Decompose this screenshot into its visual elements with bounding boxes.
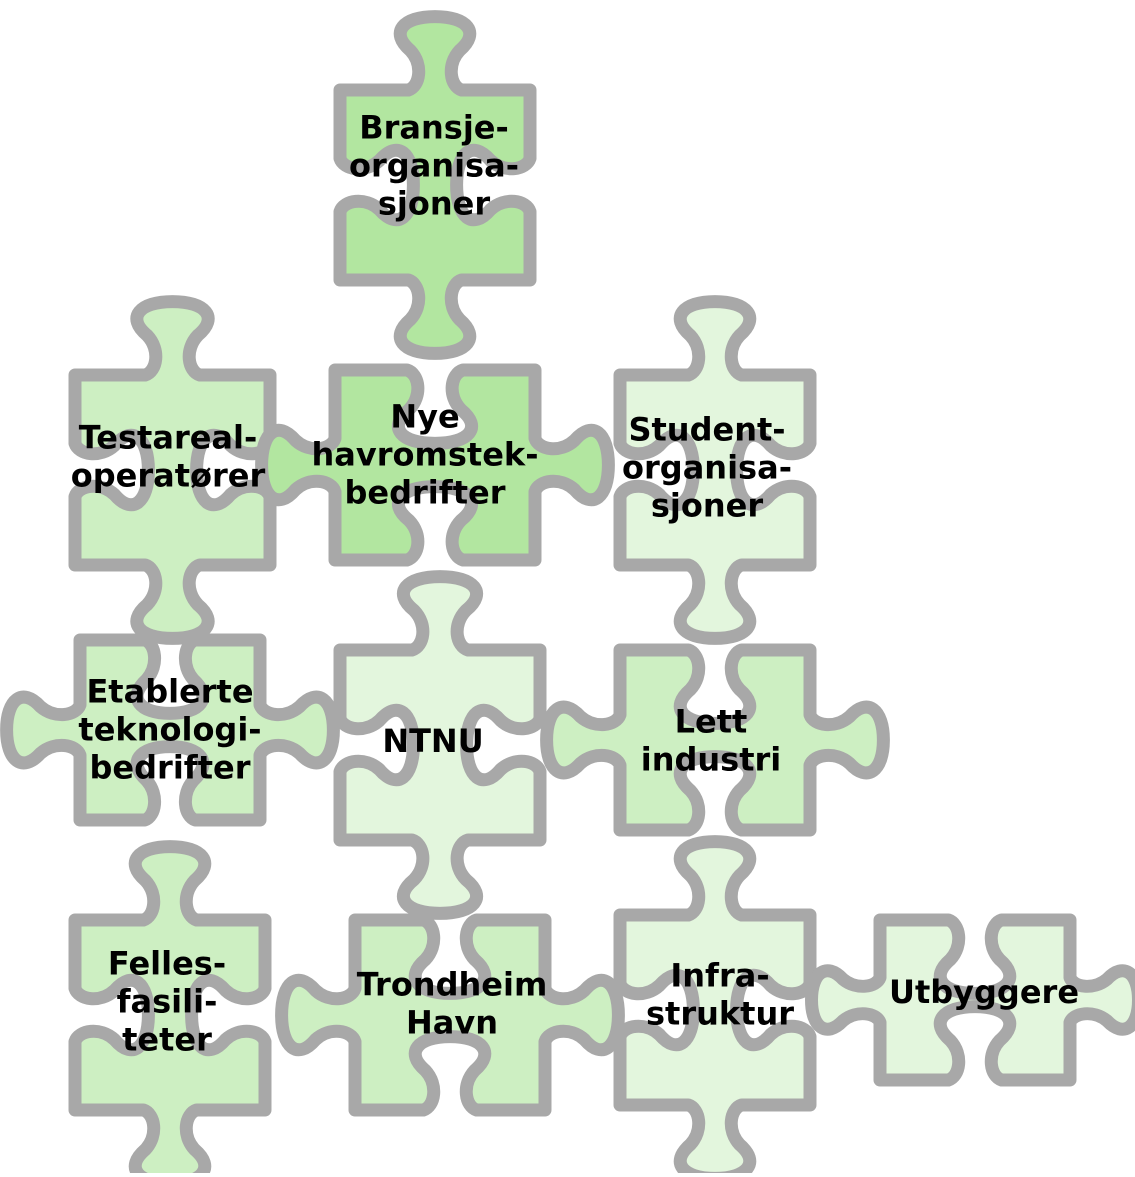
- label-fellesfasiliteter: Felles-fasili-teter: [108, 945, 226, 1058]
- label-testarealoperatorer: Testareal-operatører: [71, 419, 266, 495]
- label-utbyggere: Utbyggere: [889, 974, 1079, 1012]
- label-infrastruktur: Infra-struktur: [646, 957, 794, 1033]
- label-studentorganisasjoner: Student-organisa-sjoner: [622, 411, 792, 524]
- label-ntnu: NTNU: [382, 723, 483, 761]
- label-bransjeorganisasjoner: Bransje-organisa-sjoner: [349, 109, 519, 222]
